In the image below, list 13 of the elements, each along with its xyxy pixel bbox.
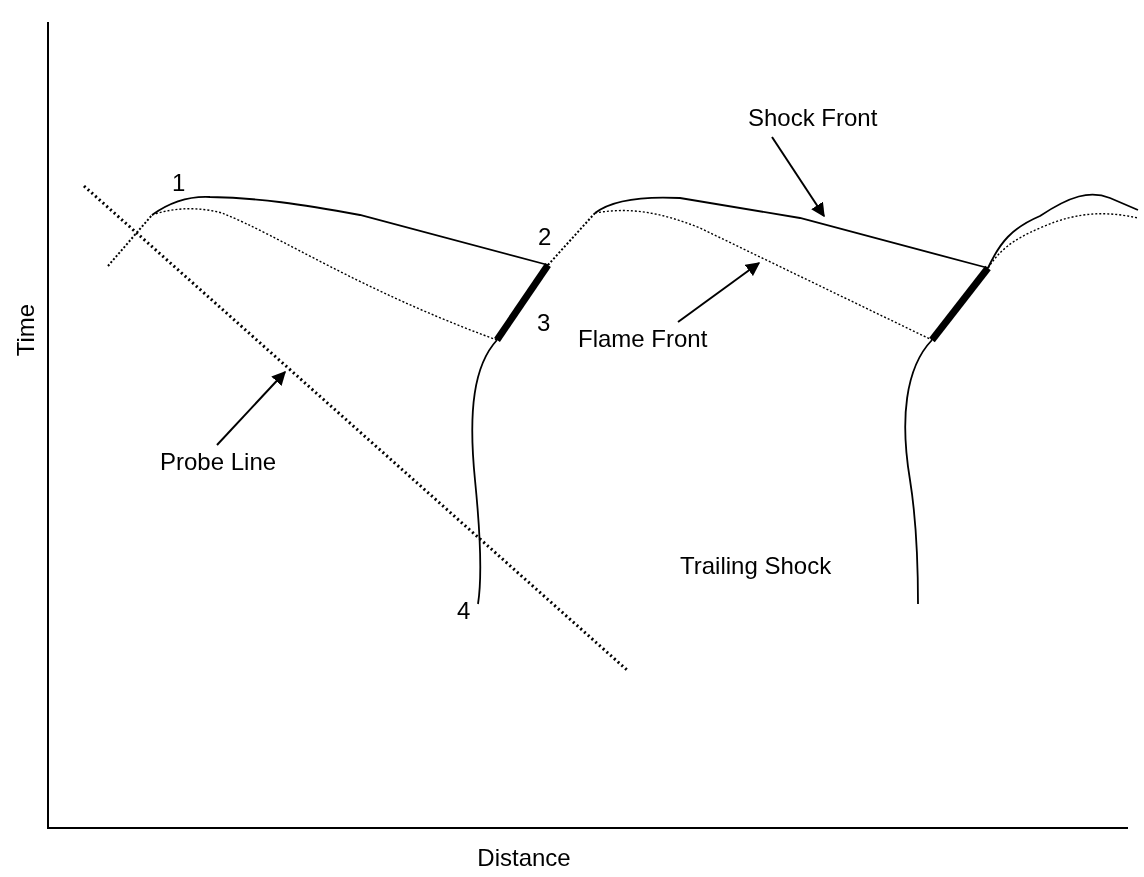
point-number: 4 [457,596,471,626]
leader-arrow [216,371,286,446]
callout-text: Shock Front [748,103,878,133]
point-number: 2 [538,222,552,252]
axis-title: Time [11,303,40,357]
axis-title: Distance [477,843,571,873]
point-number: 1 [172,168,186,198]
leader-arrow [771,136,825,218]
callout-text: Flame Front [578,324,708,354]
curve-label: Trailing Shock [680,551,832,581]
leader-arrow [677,262,761,323]
point-number: 3 [537,308,551,338]
callout-text: Probe Line [160,447,277,477]
